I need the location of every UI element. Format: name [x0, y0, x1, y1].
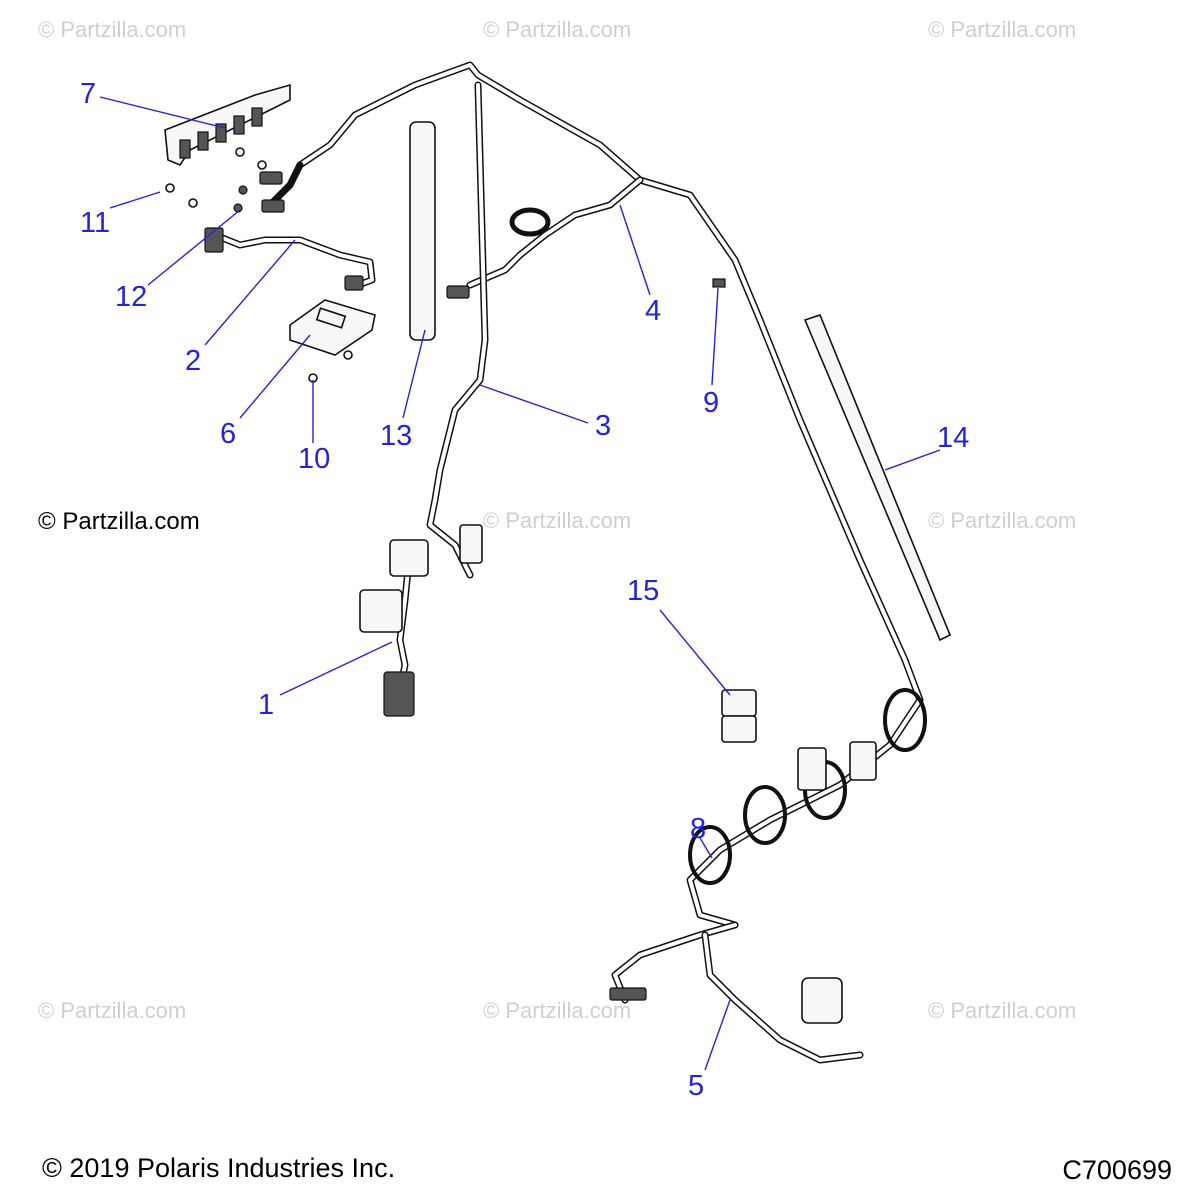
watermark-top-left: © Partzilla.com	[38, 17, 187, 42]
harness-8-loops	[688, 688, 927, 885]
harness-5	[609, 921, 864, 1064]
harness-branch-4	[446, 176, 644, 299]
callout-1: 1	[258, 689, 274, 721]
callout-10: 10	[298, 443, 330, 475]
connector-5a	[609, 987, 647, 1001]
fasteners	[165, 147, 353, 383]
module-6	[289, 299, 376, 356]
harness-main-route	[296, 61, 924, 929]
connector-2c	[259, 171, 283, 185]
connectors-15	[721, 689, 757, 743]
watermark-top-right: © Partzilla.com	[928, 17, 1077, 42]
connector-4	[446, 285, 470, 299]
connector-2d	[261, 199, 285, 213]
callout-6: 6	[220, 418, 236, 450]
leader-lines	[99, 96, 941, 1071]
callout-11: 11	[80, 207, 110, 239]
connector-5b	[801, 977, 843, 1024]
callout-5: 5	[688, 1070, 704, 1102]
watermark-bottom-center: © Partzilla.com	[483, 998, 632, 1023]
harness-1	[359, 539, 429, 717]
harness-2	[204, 161, 376, 291]
connector-1a	[389, 539, 429, 577]
callout-8: 8	[690, 813, 706, 845]
connector-1b	[383, 671, 415, 717]
relay-1	[359, 589, 403, 633]
callout-15: 15	[627, 575, 659, 607]
callout-12: 12	[115, 281, 147, 313]
watermark-bottom-right: © Partzilla.com	[928, 998, 1077, 1023]
strip-13	[409, 121, 436, 341]
callout-labels: 7 11 12 2 6 10 13 3 4 9 14 15 1 8 5	[80, 78, 969, 1102]
callout-4: 4	[645, 295, 661, 327]
connector-2b	[344, 275, 364, 291]
connector-3	[459, 524, 483, 564]
strip-14	[803, 314, 952, 642]
watermark-top-center: © Partzilla.com	[483, 17, 632, 42]
partzilla-credit: © Partzilla.com	[38, 508, 200, 535]
fuse-block-7	[164, 83, 291, 166]
callout-14: 14	[937, 422, 969, 454]
clip-9	[712, 278, 726, 288]
callout-2: 2	[185, 345, 201, 377]
watermark-bottom-left: © Partzilla.com	[38, 998, 187, 1023]
diagram-code: C700699	[1062, 1155, 1172, 1185]
callout-9: 9	[703, 387, 719, 419]
watermark-mid-right: © Partzilla.com	[928, 508, 1077, 533]
callout-3: 3	[595, 410, 611, 442]
callout-13: 13	[380, 420, 412, 452]
watermark-mid-center: © Partzilla.com	[483, 508, 632, 533]
harness-3	[426, 81, 489, 579]
callout-7: 7	[80, 78, 96, 110]
copyright-text: © 2019 Polaris Industries Inc.	[42, 1153, 396, 1183]
